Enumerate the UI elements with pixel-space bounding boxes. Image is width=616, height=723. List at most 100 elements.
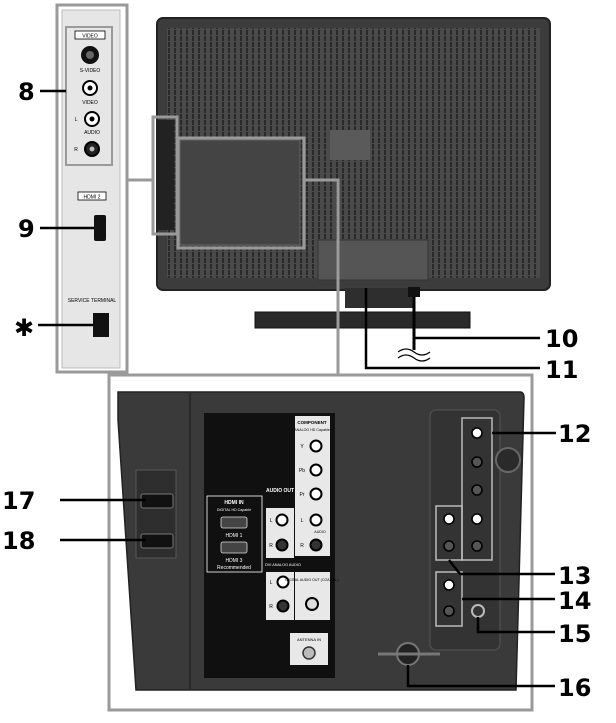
- callout-13: 13: [558, 562, 591, 590]
- component-l-jack[interactable]: [309, 513, 323, 527]
- leader-15: [476, 617, 555, 634]
- callout-15: 15: [558, 620, 591, 648]
- component-l-label: L: [301, 518, 304, 524]
- side-audio-r-label: R: [74, 147, 78, 153]
- dvi-audio-l-jack[interactable]: [276, 575, 290, 589]
- hdmi-in-box: [206, 495, 263, 573]
- component-label: COMPONENT: [297, 420, 327, 425]
- callout-star: ✱: [14, 314, 34, 342]
- side-panel-body: [61, 9, 121, 369]
- component-y-label: Y: [300, 444, 304, 450]
- dvi-l-label: L: [270, 580, 273, 586]
- audio-out-r-label: R: [269, 543, 273, 549]
- side-av-group-outline: [65, 26, 113, 166]
- hdmi3-label: HDMI 3: [226, 558, 243, 564]
- jack-12-e[interactable]: [471, 540, 483, 552]
- callout-17: 17: [2, 487, 35, 515]
- dvi-analog-audio-label: DVI ANALOG AUDIO: [265, 563, 301, 567]
- video-jack-pin: [87, 85, 93, 91]
- jack-14-b[interactable]: [443, 605, 455, 617]
- dvi-audio-r-jack[interactable]: [276, 599, 290, 613]
- audio-r-jack-pin: [89, 146, 95, 152]
- tv-rear-connector-area: [179, 139, 301, 246]
- component-r-jack[interactable]: [309, 538, 323, 552]
- callout-14: 14: [558, 587, 591, 615]
- audio-out-l-jack[interactable]: [275, 513, 289, 527]
- jack-13-a[interactable]: [443, 513, 455, 525]
- tv-back-lower-plate: [317, 239, 429, 281]
- s-video-jack-inner: [86, 51, 94, 59]
- side-zoom-outline: [55, 3, 129, 374]
- tv-side-connector-strip: [156, 120, 174, 230]
- tv-back-center-plate: [330, 130, 370, 160]
- jack-12-d[interactable]: [471, 513, 483, 525]
- callout-16: 16: [558, 674, 591, 702]
- component-pb-label: Pb: [299, 468, 305, 474]
- hdmi3-port[interactable]: [220, 541, 248, 554]
- audio-out-l-label: L: [270, 518, 273, 524]
- service-terminal-port[interactable]: [93, 313, 109, 337]
- leader-13: [448, 559, 555, 576]
- antenna-in-label: ANTENNA IN: [297, 637, 321, 642]
- hdmi2-label: HDMI 2: [84, 195, 101, 201]
- callout-numbers: 8 9 ✱ 10 11 12 13 14 15 16 17 18: [2, 78, 591, 702]
- side-audio-label: AUDIO: [84, 130, 100, 136]
- right-recess: [429, 409, 501, 651]
- cord-break-mark: [397, 348, 431, 362]
- video-header-label: VIDEO: [82, 34, 98, 40]
- jack-13-b[interactable]: [443, 540, 455, 552]
- highlight-outlines: [55, 3, 534, 712]
- jack-14-a[interactable]: [443, 579, 455, 591]
- jack-15[interactable]: [471, 604, 485, 618]
- component-r-label: R: [300, 543, 304, 549]
- jacks-12-outline: [461, 417, 493, 561]
- side-audio-l-label: L: [75, 117, 78, 123]
- digital-audio-jack[interactable]: [305, 597, 319, 611]
- component-pr-jack[interactable]: [309, 487, 323, 501]
- callout-leaders: [38, 89, 556, 688]
- side-video-label: VIDEO: [82, 100, 98, 106]
- hdmi-in-label: HDMI IN: [224, 500, 244, 506]
- power-plug: [408, 287, 420, 297]
- callout-12: 12: [558, 420, 591, 448]
- callout-8: 8: [18, 78, 35, 106]
- callout-11: 11: [545, 356, 578, 384]
- callout-10: 10: [545, 325, 578, 353]
- hdmi1-label: HDMI 1: [226, 533, 243, 539]
- tv-stand-neck: [345, 288, 415, 308]
- component-sub-label: ANALOG HD Capable: [294, 428, 330, 432]
- s-video-label: S-VIDEO: [80, 68, 101, 74]
- audio-out-label: AUDIO OUT: [266, 488, 294, 494]
- component-audio-label: AUDIO: [314, 530, 326, 534]
- audio-l-jack-pin: [89, 116, 95, 122]
- digital-audio-out-label: DIGITAL AUDIO OUT (COAXIAL): [285, 578, 338, 582]
- jack-12-c[interactable]: [471, 484, 483, 496]
- component-box: [295, 416, 330, 556]
- component-y-jack[interactable]: [309, 439, 323, 453]
- component-pb-jack[interactable]: [309, 463, 323, 477]
- leader-16: [406, 665, 555, 688]
- hdmi-capable-label: DIGITAL HD Capable: [217, 508, 251, 512]
- tv-back-view: [156, 17, 551, 362]
- tv-stand-base: [254, 311, 471, 329]
- component-pr-label: Pr: [300, 492, 305, 498]
- callout-18: 18: [2, 527, 35, 555]
- hdmi2-port[interactable]: [94, 215, 106, 241]
- rear-zoom-outline: [107, 373, 534, 712]
- service-terminal-label: SERVICE TERMINAL: [68, 298, 117, 304]
- rear-connector-highlight: [176, 136, 306, 250]
- audio-out-r-jack[interactable]: [275, 538, 289, 552]
- rear-zoom-leader: [304, 178, 340, 375]
- antenna-in-jack[interactable]: [302, 646, 316, 660]
- digital-audio-box: [295, 572, 330, 620]
- jack-12-a[interactable]: [471, 427, 483, 439]
- hdmi1-port[interactable]: [220, 516, 248, 529]
- jack-12-b[interactable]: [471, 456, 483, 468]
- cable-knob: [495, 447, 521, 473]
- side-panel: VIDEO S-VIDEO VIDEO L AUDIO R HDMI 2 SER…: [61, 9, 121, 369]
- callout-9: 9: [18, 215, 35, 243]
- rear-panel: HDMI IN DIGITAL HD Capable HDMI 1 HDMI 3…: [117, 391, 525, 691]
- recommended-label: Recommended: [217, 565, 251, 571]
- hdmi2-label-box: [77, 191, 107, 201]
- leader-11: [364, 288, 540, 370]
